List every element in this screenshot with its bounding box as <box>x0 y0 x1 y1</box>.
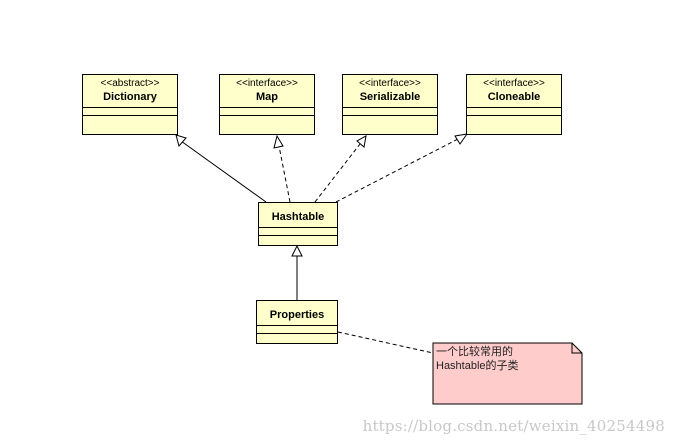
class-name: Properties <box>269 309 325 321</box>
realization-arrowhead-cloneable <box>454 133 469 145</box>
attributes-compartment <box>83 107 177 115</box>
attributes-compartment <box>259 227 337 235</box>
realization-line-hashtable-cloneable <box>335 138 459 203</box>
class-properties[interactable]: Properties <box>256 300 338 344</box>
class-name: Serializable <box>359 91 421 103</box>
note-line-1: 一个比较常用的 <box>436 346 513 358</box>
note-shape <box>432 342 583 405</box>
class-header: Properties <box>257 301 337 325</box>
note-comment[interactable]: 一个比较常用的 Hashtable的子类 <box>433 343 582 404</box>
attributes-compartment <box>343 107 437 115</box>
class-header: <<interface>> Map <box>220 75 314 107</box>
class-map[interactable]: <<interface>> Map <box>219 74 315 135</box>
operations-compartment <box>259 235 337 243</box>
class-header: <<interface>> Serializable <box>343 75 437 107</box>
operations-compartment <box>220 115 314 123</box>
class-serializable[interactable]: <<interface>> Serializable <box>342 74 438 135</box>
note-line-2: Hashtable的子类 <box>436 360 519 372</box>
generalization-arrowhead-dictionary <box>175 134 187 148</box>
operations-compartment <box>467 115 561 123</box>
generalization-arrowhead-hashtable <box>291 244 303 257</box>
note-anchor-line <box>337 331 434 354</box>
class-name: Hashtable <box>271 211 325 223</box>
watermark-url: https://blog.csdn.net/weixin_40254498 <box>362 417 665 435</box>
operations-compartment <box>343 115 437 123</box>
class-name: Map <box>256 91 278 103</box>
operations-compartment <box>83 115 177 123</box>
class-cloneable[interactable]: <<interface>> Cloneable <box>466 74 562 135</box>
class-stereotype: <<abstract>> <box>100 78 160 89</box>
realization-arrowhead-serializable <box>356 135 367 148</box>
attributes-compartment <box>467 107 561 115</box>
class-header: <<abstract>> Dictionary <box>83 75 177 107</box>
class-stereotype: <<interface>> <box>483 78 545 89</box>
class-dictionary[interactable]: <<abstract>> Dictionary <box>82 74 178 135</box>
class-header: <<interface>> Cloneable <box>467 75 561 107</box>
generalization-line-hashtable-dictionary <box>180 140 267 203</box>
realization-line-hashtable-serializable <box>314 143 361 203</box>
class-name: Dictionary <box>103 91 157 103</box>
class-hashtable[interactable]: Hashtable <box>258 202 338 246</box>
class-header: Hashtable <box>259 203 337 227</box>
class-name: Cloneable <box>487 91 541 103</box>
class-stereotype: <<interface>> <box>359 78 421 89</box>
class-stereotype: <<interface>> <box>236 78 298 89</box>
realization-line-hashtable-map <box>278 145 291 203</box>
attributes-compartment <box>220 107 314 115</box>
note-fold-corner <box>571 343 582 354</box>
attributes-compartment <box>257 325 337 333</box>
realization-arrowhead-map <box>273 134 284 149</box>
operations-compartment <box>257 333 337 341</box>
